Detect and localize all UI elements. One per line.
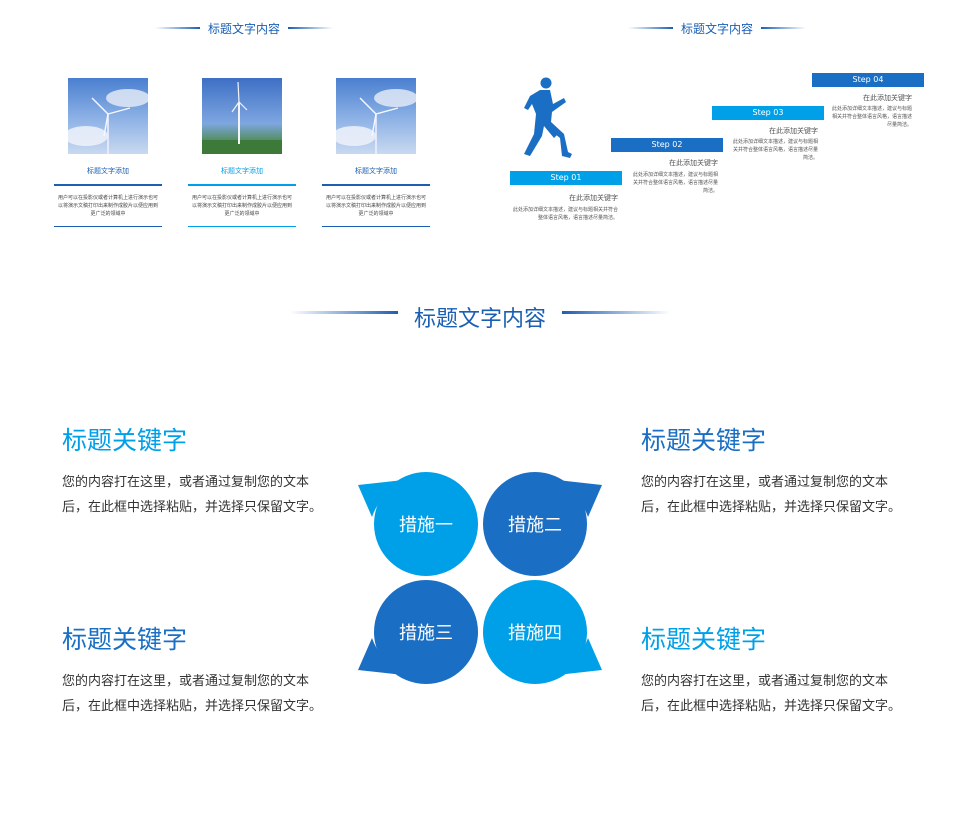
title-line-left xyxy=(155,27,200,29)
measure-label: 措施一 xyxy=(399,515,453,536)
card-bottom-line xyxy=(54,226,162,227)
card-3: 标题文字添加 用户可以在投影仪或者计算机上进行演示也可以将演示文稿打印出来制作成… xyxy=(322,78,430,227)
runner-icon xyxy=(524,77,572,158)
measure-label: 措施四 xyxy=(508,623,562,644)
step-01-description: 此处添加详细文本描述，建议与标题相关并符合整体语言风格，语言描述尽量简洁。 xyxy=(512,207,618,221)
step-02-description: 此处添加详细文本描述，建议与标题相关并符合整体语言风格，语言描述尽量简洁。 xyxy=(632,172,718,194)
body-text: 您的内容打在这里，或者通过复制您的文本后，在此框中选择粘贴，并选择只保留文字。 xyxy=(62,475,323,515)
keyword-heading: 标题关键字 xyxy=(62,625,188,654)
card-description: 用户可以在投影仪或者计算机上进行演示也可以将演示文稿打印出来制作成胶片以便应用到… xyxy=(58,195,159,217)
measure-circle-4: 措施四 xyxy=(483,580,587,684)
card-divider xyxy=(322,184,430,186)
card-divider xyxy=(188,184,296,186)
title-line-left xyxy=(628,27,673,29)
step-04-description: 此处添加详细文本描述，建议与标题相关并符合整体语言风格，语言描述尽量简洁。 xyxy=(831,106,912,128)
wind-turbine-icon xyxy=(68,89,148,154)
card-description: 用户可以在投影仪或者计算机上进行演示也可以将演示文稿打印出来制作成胶片以便应用到… xyxy=(192,195,293,217)
section-title: 标题文字内容 xyxy=(413,307,546,332)
title-line-right xyxy=(562,311,670,314)
keyword-heading: 标题关键字 xyxy=(62,426,188,455)
body-text: 您的内容打在这里，或者通过复制您的文本后，在此框中选择粘贴，并选择只保留文字。 xyxy=(641,475,902,515)
corner-arcs xyxy=(358,479,602,676)
corner-arc-top-left xyxy=(358,479,412,517)
step-03-bar: Step 03 xyxy=(712,106,824,120)
keyword-heading: 标题关键字 xyxy=(641,625,767,654)
corner-arc-bottom-right xyxy=(548,638,602,676)
step-04-bar: Step 04 xyxy=(812,73,924,87)
card-title: 标题文字添加 xyxy=(87,167,129,175)
step-02-keyword: 在此添加关键字 xyxy=(669,159,718,167)
wind-turbine-icon xyxy=(202,81,282,154)
wind-turbine-photo xyxy=(202,78,282,154)
body-text: 您的内容打在这里，或者通过复制您的文本后，在此框中选择粘贴，并选择只保留文字。 xyxy=(641,674,902,714)
card-1: 标题文字添加 用户可以在投影仪或者计算机上进行演示也可以将演示文稿打印出来制作成… xyxy=(54,78,162,227)
step-03-keyword: 在此添加关键字 xyxy=(769,127,818,135)
title-line-right xyxy=(761,27,806,29)
section-title: 标题文字内容 xyxy=(207,22,280,36)
measure-circle-2: 措施二 xyxy=(483,472,587,576)
wind-turbine-icon xyxy=(336,89,416,154)
wind-turbine-photo xyxy=(336,78,416,154)
measure-label: 措施三 xyxy=(399,623,453,644)
title-line-left xyxy=(290,311,398,314)
corner-arc-bottom-left xyxy=(358,638,412,676)
step-04-keyword: 在此添加关键字 xyxy=(863,94,912,102)
card-description: 用户可以在投影仪或者计算机上进行演示也可以将演示文稿打印出来制作成胶片以便应用到… xyxy=(326,195,427,217)
corner-arc-top-right xyxy=(548,479,602,517)
measure-label: 措施二 xyxy=(508,515,562,536)
body-text: 您的内容打在这里，或者通过复制您的文本后，在此框中选择粘贴，并选择只保留文字。 xyxy=(62,674,323,714)
wind-turbine-photo xyxy=(68,78,148,154)
card-title: 标题文字添加 xyxy=(355,167,397,175)
step-01-bar: Step 01 xyxy=(510,171,622,185)
step-01-keyword: 在此添加关键字 xyxy=(569,194,618,202)
card-bottom-line xyxy=(188,226,296,227)
step-02-bar: Step 02 xyxy=(611,138,723,152)
card-2: 标题文字添加 用户可以在投影仪或者计算机上进行演示也可以将演示文稿打印出来制作成… xyxy=(188,78,296,227)
card-title: 标题文字添加 xyxy=(221,167,263,175)
measure-circle-1: 措施一 xyxy=(374,472,478,576)
card-bottom-line xyxy=(322,226,430,227)
card-divider xyxy=(54,184,162,186)
measure-circle-3: 措施三 xyxy=(374,580,478,684)
keyword-heading: 标题关键字 xyxy=(641,426,767,455)
title-line-right xyxy=(288,27,333,29)
step-03-description: 此处添加详细文本描述，建议与标题相关并符合整体语言风格，语言描述尽量简洁。 xyxy=(732,139,818,161)
section-title: 标题文字内容 xyxy=(680,22,753,36)
